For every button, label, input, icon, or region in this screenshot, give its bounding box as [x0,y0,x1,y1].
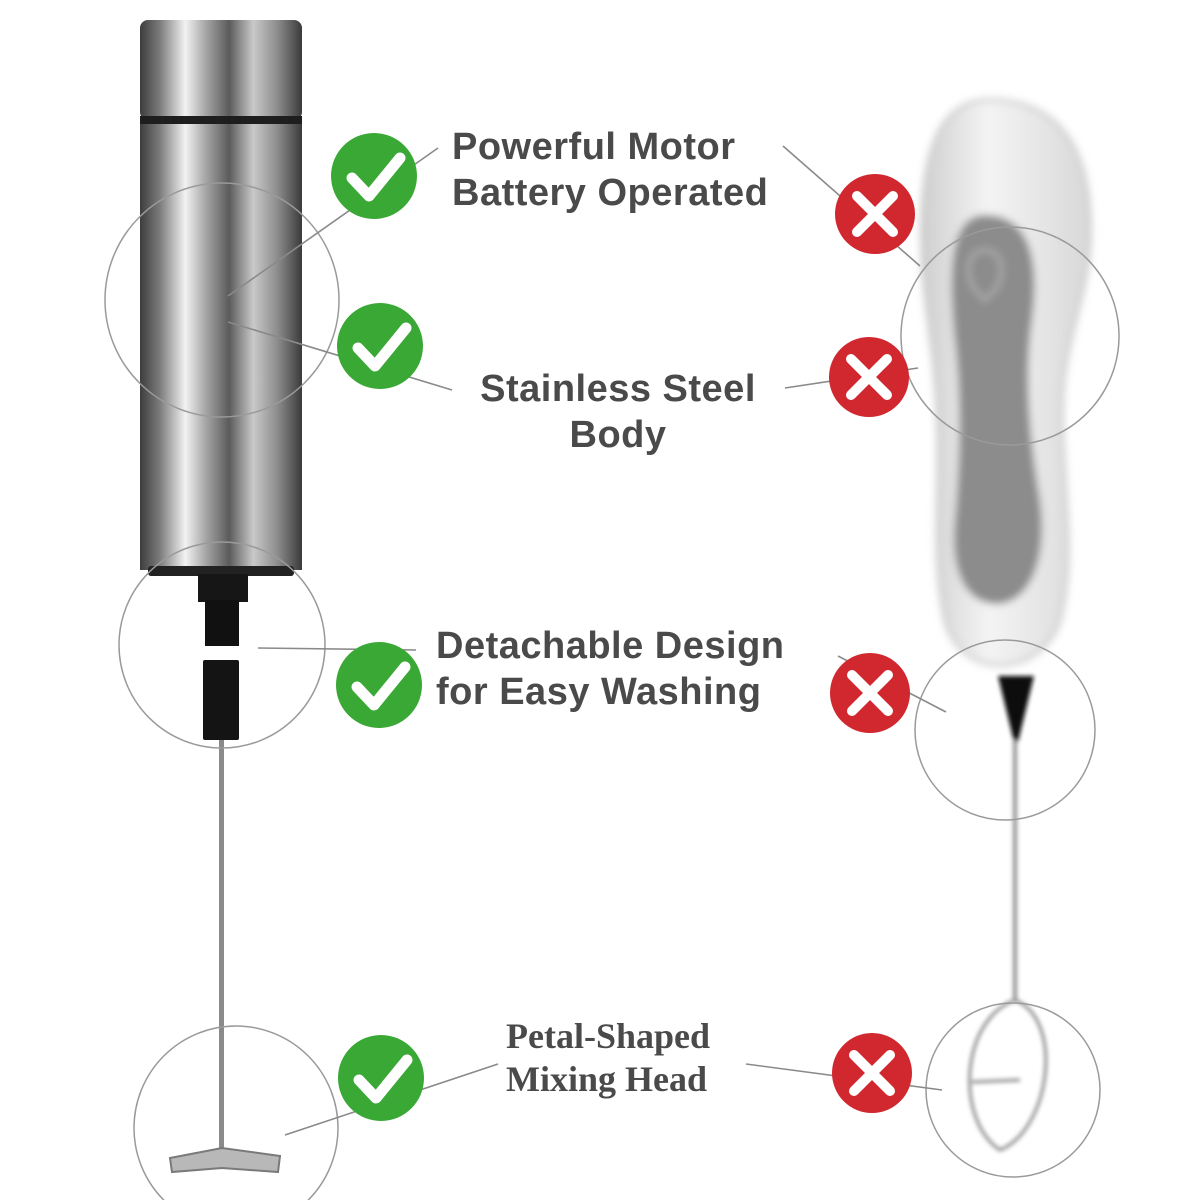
plastic-frother-whisk [968,676,1048,1152]
plastic-whisk-shaft [1013,740,1017,1000]
feature-label-body: Stainless Steel Body [466,366,770,458]
feature-label-line: Body [569,414,667,456]
stainless-frother [140,20,302,1174]
shaft-connector-top [198,574,248,602]
feature-label-motor: Powerful Motor Battery Operated [452,124,768,216]
callout-circle-right-head [925,1002,1101,1178]
feature-label-mixing-head: Petal-Shaped Mixing Head [506,1015,710,1101]
whisk-shaft [219,740,224,1160]
plastic-frother [920,98,1092,667]
frother-cap-seam [140,116,302,124]
frother-body [140,124,302,570]
shaft-connector-lower [203,660,239,740]
cross-icon [835,174,915,254]
frother-cap [140,20,302,120]
mixing-head-blade [168,1146,282,1174]
callout-circle-right-connector [914,639,1096,821]
feature-label-line: Stainless Steel [480,368,756,410]
feature-label-line: Mixing Head [506,1059,708,1099]
feature-label-detachable: Detachable Design for Easy Washing [436,623,785,715]
callout-circle-left-connector [118,541,326,749]
check-icon [336,642,422,728]
plastic-whisk-spiral [968,998,1048,1152]
check-icon [337,303,423,389]
frother-base-ring [148,566,294,576]
callout-circles [104,182,1120,1200]
shaft-connector [205,600,239,646]
feature-label-line: Battery Operated [452,172,769,214]
grip-logo [966,248,1004,303]
feature-label-line: for Easy Washing [436,671,762,713]
plastic-handle-grip [951,215,1042,605]
cross-icon [829,337,909,417]
feature-label-line: Detachable Design [436,625,785,667]
callout-circle-left-body [104,182,340,418]
cross-icon [830,653,910,733]
check-icon [338,1035,424,1121]
feature-label-line: Petal-Shaped [506,1016,711,1056]
callout-circle-left-head [133,1025,339,1200]
feature-label-line: Powerful Motor [452,126,736,168]
cross-icon [832,1033,912,1113]
callout-circle-right-body [900,226,1120,446]
plastic-whisk-cone [998,676,1034,742]
check-icon [331,133,417,219]
